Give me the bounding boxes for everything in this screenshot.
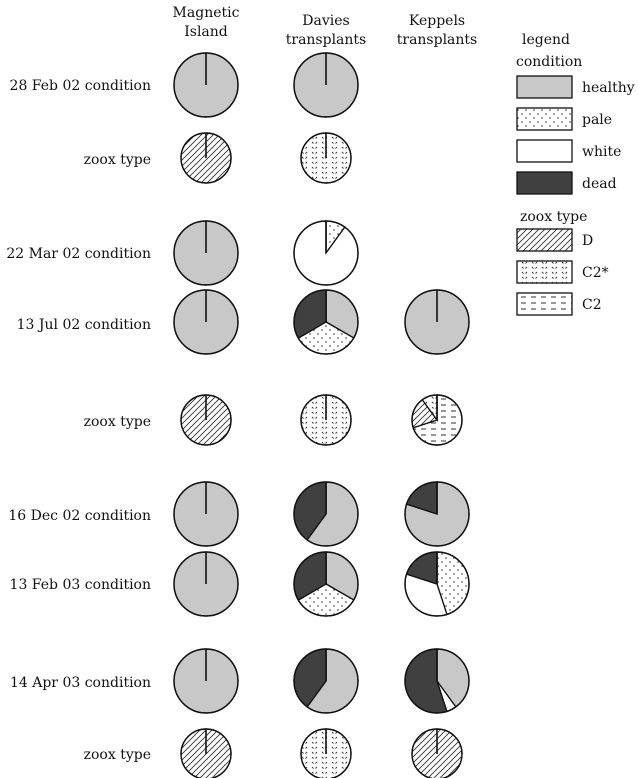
pie-davies-row-5 (293, 481, 359, 547)
pie-davies-row-4 (300, 394, 352, 446)
column-header-keppels-line2: transplants (397, 32, 477, 48)
pie-magnetic-row-0 (173, 52, 239, 118)
pie-magnetic-row-7 (173, 648, 239, 714)
column-header-keppels-line1: Keppels (409, 13, 465, 29)
legend-swatch-dead (516, 171, 573, 195)
legend-swatch-c2 (516, 292, 573, 316)
pie-magnetic-row-4 (180, 394, 232, 446)
pie-magnetic-row-6 (173, 551, 239, 617)
pie-magnetic-row-2 (173, 220, 239, 286)
pie-keppels-row-4 (411, 394, 463, 446)
pie-davies-row-1 (300, 132, 352, 184)
legend-title-line2: condition (516, 54, 582, 70)
row-label: 22 Mar 02 condition (6, 246, 151, 262)
row-label: zoox type (84, 747, 151, 763)
pie-magnetic-row-5 (173, 481, 239, 547)
legend-swatch-pale (516, 107, 573, 131)
column-headers: Magnetic Island Davies transplants Keppe… (173, 5, 478, 48)
pie-grid (173, 52, 470, 778)
pie-keppels-row-7 (404, 648, 470, 714)
pie-keppels-row-6 (404, 551, 470, 617)
row-label: 14 Apr 03 condition (10, 675, 151, 691)
pie-davies-row-3 (293, 289, 359, 355)
legend-title-line1: legend (522, 32, 570, 48)
pie-keppels-row-8 (411, 728, 463, 778)
row-label: 13 Feb 03 condition (10, 577, 151, 593)
pie-keppels-row-5 (404, 481, 470, 547)
legend-swatch-d (516, 228, 573, 252)
legend-swatch-healthy (516, 75, 573, 99)
pie-magnetic-row-8 (180, 728, 232, 778)
pie-magnetic-row-3 (173, 289, 239, 355)
legend-label-white: white (582, 144, 621, 160)
legend-condition-items: healthy pale white dead (516, 75, 635, 195)
pie-davies-row-2 (293, 220, 359, 286)
column-header-davies-line1: Davies (302, 13, 349, 29)
row-label: zoox type (84, 152, 151, 168)
pie-davies-row-6 (293, 551, 359, 617)
pie-davies-row-7 (293, 648, 359, 714)
pie-davies-row-8 (300, 728, 352, 778)
legend-swatch-white (516, 139, 573, 163)
pie-keppels-row-3 (404, 289, 470, 355)
pie-magnetic-row-1 (180, 132, 232, 184)
legend-zoox-items: D C2* C2 (516, 228, 609, 316)
legend-zoox-title: zoox type (520, 209, 587, 225)
row-label: 13 Jul 02 condition (17, 317, 151, 333)
legend-label-healthy: healthy (582, 80, 635, 96)
legend-swatch-c2star (516, 260, 573, 284)
legend-label-c2star: C2* (582, 265, 609, 281)
pie-davies-row-0 (293, 52, 359, 118)
legend-label-c2: C2 (582, 297, 602, 313)
row-label: 16 Dec 02 condition (8, 508, 151, 524)
column-header-davies-line2: transplants (286, 32, 366, 48)
row-label: zoox type (84, 414, 151, 430)
legend: legend condition healthy pale white dead zo… (516, 32, 635, 316)
legend-label-dead: dead (582, 176, 617, 192)
legend-label-pale: pale (582, 112, 612, 128)
column-header-magnetic-line2: Island (184, 24, 228, 40)
row-label: 28 Feb 02 condition (10, 78, 151, 94)
legend-label-d: D (582, 233, 593, 249)
column-header-magnetic-line1: Magnetic (173, 5, 240, 21)
row-labels: 28 Feb 02 condition zoox type 22 Mar 02 … (6, 78, 151, 763)
